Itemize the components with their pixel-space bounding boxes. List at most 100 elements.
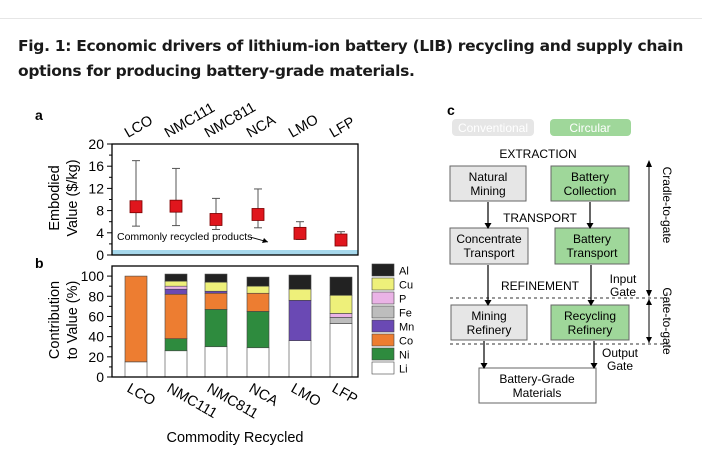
cradle-arrow-top xyxy=(646,160,652,167)
panel-b-bars xyxy=(124,273,353,378)
battery-grade-line2: Materials xyxy=(513,386,562,400)
panel-a-marks xyxy=(129,160,348,247)
panel-b-ytick-label: 60 xyxy=(88,308,104,324)
legend-label-fe: Fe xyxy=(399,308,412,320)
panel-label-c: c xyxy=(447,102,455,118)
legend-conventional-box xyxy=(452,119,534,136)
bar-segment-li xyxy=(329,323,353,378)
bar-segment-p xyxy=(164,285,188,290)
bar-segment-al xyxy=(164,273,188,282)
bar-segment-li xyxy=(124,361,148,378)
panel-c-diagram: Conventional Circular EXTRACTION Natural… xyxy=(449,119,674,404)
data-point xyxy=(334,233,348,247)
bar-segment-cu xyxy=(204,281,228,292)
battery-transport-line1: Battery xyxy=(573,232,611,246)
panel-label-a: a xyxy=(35,107,43,123)
panel-a-ytick-label: 0 xyxy=(96,247,104,263)
battery-collection-line2: Collection xyxy=(564,184,617,198)
legend-circular-box xyxy=(550,119,631,136)
arrowhead-5 xyxy=(480,363,488,369)
legend-swatch-li xyxy=(371,361,395,375)
extraction-label: EXTRACTION xyxy=(499,147,576,161)
panel-b-ylabel-line2: to Value (%) xyxy=(65,281,81,360)
bar-segment-li xyxy=(288,340,312,378)
battery-collection-box xyxy=(550,165,630,202)
refinement-label: REFINEMENT xyxy=(501,279,580,293)
legend-label-mn: Mn xyxy=(399,322,414,334)
panel-a-ytick-label: 8 xyxy=(96,203,104,219)
panel-a-ytick-label: 4 xyxy=(96,225,104,241)
recycling-refinery-box xyxy=(550,304,630,341)
panel-b-category-label: LCO xyxy=(124,381,158,410)
arrowhead-1 xyxy=(484,223,492,229)
battery-transport-line2: Transport xyxy=(567,246,619,260)
cradle-arrow-bottom xyxy=(646,290,652,297)
panel-b-frame xyxy=(111,265,359,378)
legend-label-al: Al xyxy=(399,266,409,278)
output-gate-line1: Output xyxy=(602,346,639,360)
concentrate-transport-box xyxy=(449,227,529,265)
bar-segment-cu xyxy=(288,288,312,301)
band-annotation: Commonly recycled products xyxy=(117,231,252,243)
gate-arrow-top xyxy=(646,299,652,305)
arrowhead-4 xyxy=(587,300,595,306)
recycling-refinery-line2: Refinery xyxy=(568,323,613,337)
bar-segment-co xyxy=(246,292,270,312)
panel-a-category-label: LFP xyxy=(327,114,358,141)
legend-swatch-co xyxy=(371,333,395,347)
bar-segment-mn xyxy=(288,300,312,341)
panel-a-ytick-label: 16 xyxy=(88,158,104,174)
gate-arrow-bottom xyxy=(646,337,652,343)
panel-label-b: b xyxy=(35,255,44,271)
panel-b-ylabel-line1: Contribution xyxy=(47,281,63,359)
bar-segment-li xyxy=(204,346,228,378)
panel-a-ylabel-line2: Value ($/kg) xyxy=(65,159,81,236)
panel-b-xlabel: Commodity Recycled xyxy=(167,430,304,446)
panel-b-category-label: LFP xyxy=(329,381,360,408)
flow-arrowheads xyxy=(480,223,598,369)
bar-segment-ni xyxy=(246,311,270,349)
legend-label-p: P xyxy=(399,294,406,306)
mining-refinery-box xyxy=(450,304,528,341)
legend-label-co: Co xyxy=(399,336,413,348)
bar-segment-li xyxy=(246,347,270,378)
natural-mining-box xyxy=(449,165,527,202)
panel-a-category-label: LMO xyxy=(286,112,321,142)
legend-label-cu: Cu xyxy=(399,280,413,292)
annotation-arrowhead xyxy=(262,238,268,243)
panel-a-category-label: LCO xyxy=(122,113,156,142)
bar-segment-p xyxy=(329,313,353,318)
legend-circular-label: Circular xyxy=(569,121,610,135)
commonly-recycled-band xyxy=(112,250,358,255)
bar-segment-cu xyxy=(329,294,353,314)
panel-b-ytick-label: 40 xyxy=(88,329,104,345)
panel-b-ytick-label: 80 xyxy=(88,288,104,304)
bar-segment-li xyxy=(164,350,188,378)
bar-segment-al xyxy=(204,273,228,283)
battery-transport-box xyxy=(554,227,630,265)
legend-label-li: Li xyxy=(399,364,408,376)
legend-swatch-al xyxy=(371,263,395,277)
output-gate-line2: Gate xyxy=(607,359,633,373)
gate-to-gate-label: Gate-to-gate xyxy=(660,287,674,355)
data-point xyxy=(293,226,307,240)
bar-segment-ni xyxy=(164,338,188,352)
bar-segment-al xyxy=(288,274,312,290)
legend-swatch-p xyxy=(371,291,395,305)
panel-a-ytick-label: 12 xyxy=(88,180,104,196)
bar-segment-fe xyxy=(329,317,353,324)
bar-segment-co xyxy=(124,275,148,363)
data-point xyxy=(169,199,183,213)
flow-arrows xyxy=(483,202,595,364)
data-point xyxy=(209,213,223,226)
battery-collection-line1: Battery xyxy=(571,170,609,184)
recycling-refinery-line1: Recycling xyxy=(564,309,616,323)
arrowhead-6 xyxy=(590,363,598,369)
legend-swatch-cu xyxy=(371,277,395,291)
